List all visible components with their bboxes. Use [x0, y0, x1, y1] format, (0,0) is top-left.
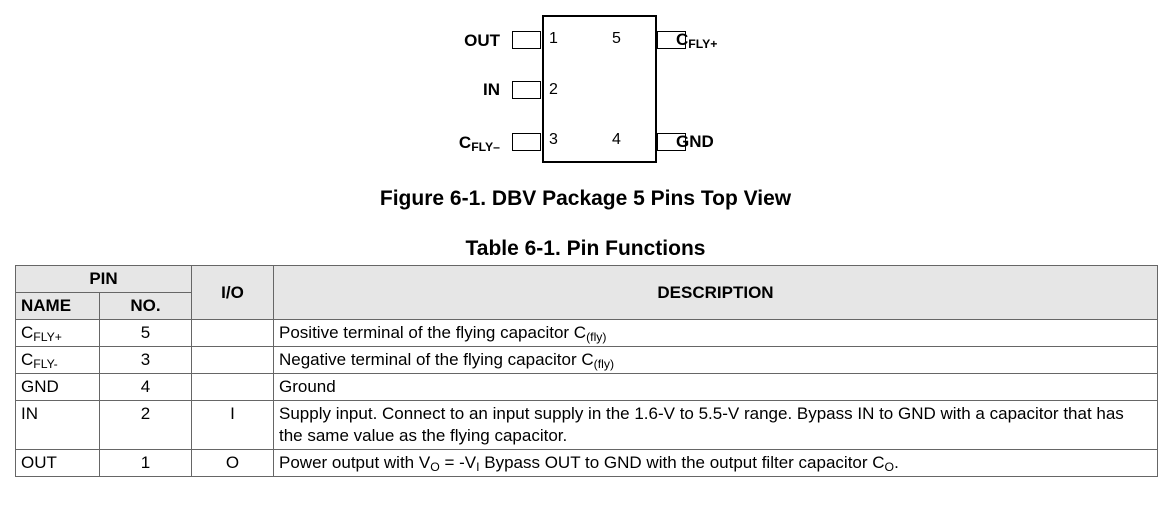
no-header: NO. [99, 292, 192, 320]
pin-io-cell [191, 319, 274, 347]
chip-body [542, 15, 657, 163]
pin-2-lead [512, 81, 541, 99]
pin-4-label: GND [676, 132, 714, 151]
pin-5-number: 5 [612, 30, 621, 47]
io-header: I/O [191, 265, 274, 320]
pin-name-cell: OUT [15, 449, 100, 477]
pin-description-cell: Negative terminal of the flying capacito… [273, 346, 1158, 374]
pin-number-cell: 2 [99, 400, 192, 450]
figure-caption: Figure 6-1. DBV Package 5 Pins Top View [379, 187, 792, 210]
table-row: CFLY-3 Negative terminal of the flying ca… [15, 346, 1158, 374]
table-row: CFLY+5 Positive terminal of the flying ca… [15, 319, 1158, 347]
pin-1-label: OUT [464, 31, 500, 50]
pin-2-label: IN [483, 80, 500, 99]
pin-name-cell: IN [15, 400, 100, 450]
pin-description-cell: Ground [273, 373, 1158, 401]
pin-number-cell: 3 [99, 346, 192, 374]
pin-number-cell: 5 [99, 319, 192, 347]
pin-1-number: 1 [549, 30, 558, 47]
pin-io-cell: I [191, 400, 274, 450]
pin-io-cell [191, 346, 274, 374]
pin-4-lead [657, 133, 686, 151]
description-header: DESCRIPTION [273, 265, 1158, 320]
pin-5-label: CFLY+ [676, 30, 718, 52]
package-diagram: 1 2 3 4 5 OUT IN CFLY– GND CFLY+ [0, 0, 1171, 180]
pin-number-cell: 1 [99, 449, 192, 477]
pin-name-cell: GND [15, 373, 100, 401]
table-caption: Table 6-1. Pin Functions [465, 237, 706, 260]
pin-description-cell: Power output with VO = -VI Bypass OUT to… [273, 449, 1158, 477]
pin-1-lead [512, 31, 541, 49]
pin-functions-table: PIN I/O DESCRIPTION NAME NO. CFLY+5 Posit… [15, 265, 1158, 477]
pin-name-cell: CFLY- [15, 346, 100, 374]
pin-4-number: 4 [612, 131, 621, 148]
pin-rows: CFLY+5 Positive terminal of the flying ca… [15, 319, 1158, 477]
pin-io-cell: O [191, 449, 274, 477]
pin-name-cell: CFLY+ [15, 319, 100, 347]
pin-header: PIN [15, 265, 192, 293]
pin-3-label: CFLY– [458, 133, 500, 155]
pin-number-cell: 4 [99, 373, 192, 401]
pin-3-lead [512, 133, 541, 151]
name-header: NAME [15, 292, 100, 320]
pin-description-cell: Positive terminal of the flying capacito… [273, 319, 1158, 347]
pin-3-number: 3 [549, 131, 558, 148]
pin-description-cell: Supply input. Connect to an input supply… [273, 400, 1158, 450]
pin-2-number: 2 [549, 81, 558, 98]
pin-5-lead [657, 31, 686, 49]
pin-io-cell [191, 373, 274, 401]
